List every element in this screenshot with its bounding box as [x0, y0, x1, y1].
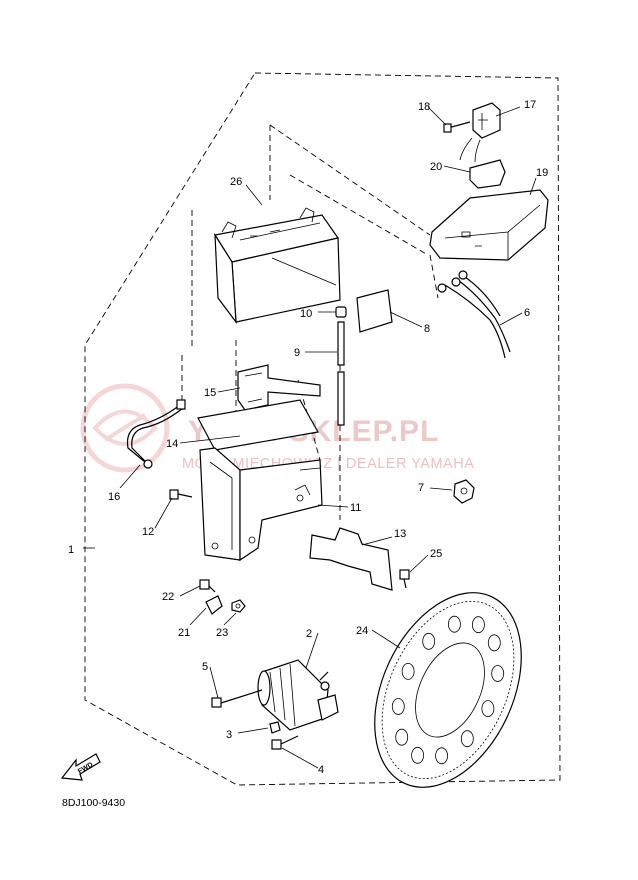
rotor-hole — [395, 728, 409, 746]
forward-direction-icon: FWD — [60, 753, 101, 781]
callout-13: 13 — [394, 528, 406, 540]
rotor-hole — [422, 632, 436, 650]
callout-24: 24 — [356, 625, 368, 637]
rubber-cover-part-20 — [469, 159, 506, 189]
callout-7: 7 — [418, 482, 424, 494]
rotor-hole — [487, 634, 501, 652]
callout-18: 18 — [418, 101, 430, 113]
earth-lead-part-16 — [126, 399, 186, 469]
bolt-part-18 — [443, 121, 471, 133]
leader-lines — [83, 106, 537, 769]
callout-10: 10 — [300, 308, 312, 320]
rotor-hole — [481, 700, 495, 717]
clamp-part-7 — [453, 479, 475, 504]
callout-20: 20 — [430, 161, 442, 173]
pad-part-8 — [356, 289, 393, 333]
assembly-boundary — [84, 72, 561, 786]
bolt-part-4 — [271, 735, 299, 750]
battery-band-part-15 — [237, 364, 321, 411]
rotor-hole — [401, 663, 415, 680]
callout-21: 21 — [178, 627, 190, 639]
rotor-hole — [447, 615, 461, 633]
callout-6: 6 — [524, 307, 530, 319]
bolt-part-25 — [399, 569, 410, 589]
bolt-part-22 — [199, 579, 216, 593]
nut-part-23 — [231, 599, 246, 613]
starter-motor-part-2 — [257, 659, 339, 731]
callout-26: 26 — [230, 176, 242, 188]
cover-part-19 — [429, 189, 549, 261]
cover-plate-part-13 — [309, 527, 393, 591]
callout-labels: 1 2 3 4 5 6 7 8 9 10 11 12 13 14 15 16 1… — [68, 99, 548, 776]
starter-relay-part-17 — [459, 102, 501, 163]
rotor-part-24 — [374, 592, 522, 788]
rotor-hole — [391, 698, 405, 715]
callout-25: 25 — [430, 548, 442, 560]
callout-14: 14 — [166, 438, 178, 450]
callout-23: 23 — [216, 627, 228, 639]
callout-15: 15 — [204, 387, 216, 399]
callout-12: 12 — [142, 526, 154, 538]
rod-part-9 — [337, 321, 345, 426]
rotor-hole — [411, 746, 425, 764]
diagram-code: 8DJ100-9430 — [62, 797, 125, 809]
callout-5: 5 — [202, 661, 208, 673]
callout-8: 8 — [424, 323, 430, 335]
rotor-hole — [460, 730, 474, 748]
clip-part-10 — [335, 306, 347, 318]
battery-part-26 — [214, 207, 341, 324]
rotor-hole — [491, 665, 505, 682]
callout-2: 2 — [306, 628, 312, 640]
o-ring-part-3 — [269, 721, 281, 734]
callout-1: 1 — [68, 544, 74, 556]
callout-9: 9 — [294, 347, 300, 359]
callout-11: 11 — [350, 502, 361, 514]
bracket-part-21 — [205, 595, 223, 615]
rotor-holes — [391, 615, 505, 765]
callout-16: 16 — [108, 491, 120, 503]
callout-17: 17 — [524, 99, 536, 111]
wire-harness-part-6 — [437, 270, 511, 359]
battery-box-part-11 — [199, 447, 323, 562]
callout-19: 19 — [536, 167, 548, 179]
bolt-part-12 — [169, 489, 193, 500]
callout-3: 3 — [226, 729, 232, 741]
callout-22: 22 — [162, 591, 174, 603]
rotor-hole — [435, 747, 449, 765]
callout-4: 4 — [318, 764, 324, 776]
reference-line-battery-left — [181, 210, 246, 520]
bolt-part-5 — [211, 689, 263, 708]
watermark-logo-icon — [80, 383, 170, 473]
rotor-hole — [471, 616, 485, 634]
